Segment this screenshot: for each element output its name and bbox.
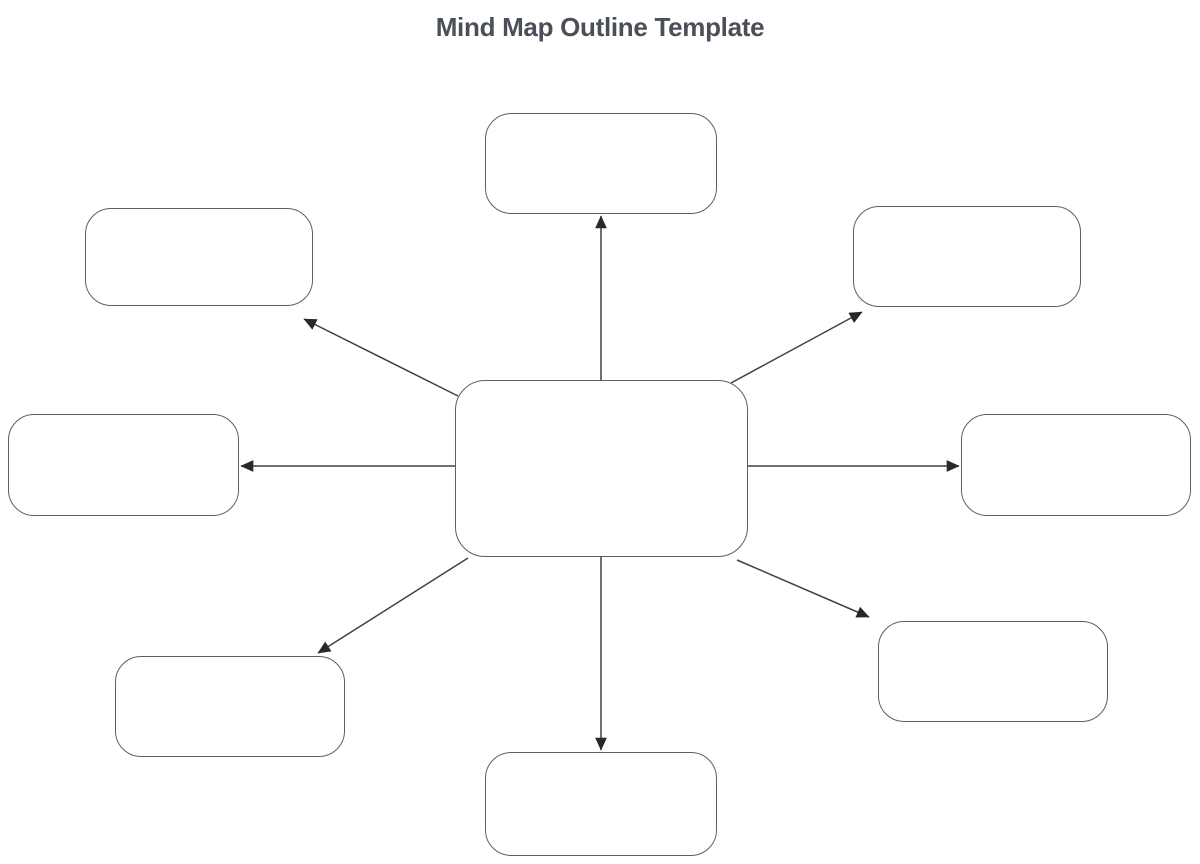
edge-to-bottom-left xyxy=(317,557,469,654)
branch-node-bottom[interactable] xyxy=(485,752,717,856)
edge-to-top-left xyxy=(303,318,459,397)
branch-node-top-left[interactable] xyxy=(85,208,313,306)
central-node[interactable] xyxy=(455,380,748,557)
branch-node-right[interactable] xyxy=(961,414,1191,516)
edge-to-bottom-right xyxy=(736,559,870,618)
branch-node-left[interactable] xyxy=(8,414,239,516)
edge-to-top-right xyxy=(730,311,863,384)
branch-node-top-right[interactable] xyxy=(853,206,1081,307)
branch-node-bottom-right[interactable] xyxy=(878,621,1108,722)
branch-node-bottom-left[interactable] xyxy=(115,656,345,757)
page-title: Mind Map Outline Template xyxy=(435,12,765,42)
branch-node-top[interactable] xyxy=(485,113,717,214)
